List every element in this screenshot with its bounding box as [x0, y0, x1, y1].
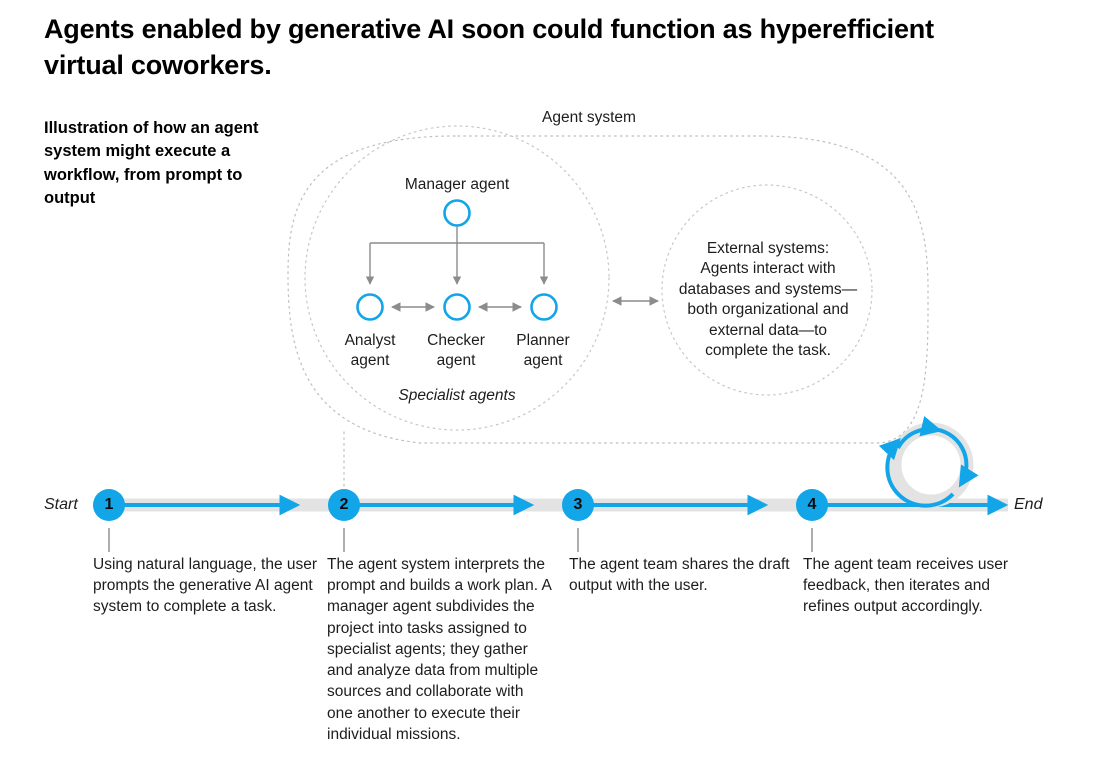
- timeline-step-4-caption: The agent team receives user feedback, t…: [803, 556, 1009, 616]
- specialist-agents-caption: Specialist agents: [398, 387, 516, 404]
- external-systems-boundary: [661, 184, 873, 396]
- illustration-description: Illustration of how an agent system migh…: [44, 119, 259, 208]
- agent-system-boundary: [287, 135, 929, 444]
- planner-agent-node: [530, 293, 558, 321]
- analyst-agent-label-line1: Analyst: [344, 332, 396, 349]
- checker-agent-label-line2: agent: [436, 351, 476, 369]
- external-systems-text: External systems: Agents interact with d…: [678, 240, 858, 360]
- checker-agent-label: Checker agent: [409, 331, 503, 370]
- timeline-step-3-caption: The agent team shares the draft output w…: [569, 556, 790, 595]
- checker-agent-label-line1: Checker: [427, 332, 485, 349]
- planner-agent-label: Planner agent: [496, 331, 590, 370]
- timeline-step-2-caption: The agent system interprets the prompt a…: [327, 556, 552, 743]
- timeline-end-label: End: [1014, 496, 1043, 513]
- timeline-step-1-marker[interactable]: 1: [93, 489, 125, 521]
- analyst-agent-node: [356, 293, 384, 321]
- page-title: Agents enabled by generative AI soon cou…: [44, 14, 934, 80]
- timeline-step-1-caption: Using natural language, the user prompts…: [93, 556, 318, 616]
- analyst-agent-label: Analyst agent: [323, 331, 417, 370]
- loop-arc-left: [878, 437, 955, 508]
- manager-agent-node: [443, 199, 471, 227]
- timeline-start-label: Start: [44, 496, 78, 513]
- agent-system-label: Agent system: [542, 109, 636, 126]
- loop-arc-top: [896, 416, 943, 450]
- planner-agent-label-line1: Planner: [516, 332, 570, 349]
- manager-agent-label: Manager agent: [404, 176, 510, 193]
- agent-cluster-boundary: [304, 125, 610, 431]
- timeline-step-4-marker[interactable]: 4: [796, 489, 828, 521]
- checker-agent-node: [443, 293, 471, 321]
- timeline-step-3-marker[interactable]: 3: [562, 489, 594, 521]
- analyst-agent-label-line2: agent: [350, 351, 390, 369]
- timeline-step-2-marker[interactable]: 2: [328, 489, 360, 521]
- planner-agent-label-line2: agent: [523, 351, 563, 369]
